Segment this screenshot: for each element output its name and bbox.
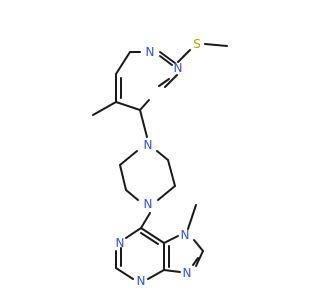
bond [164, 74, 178, 88]
bond [115, 51, 131, 75]
structure-diagram: N S N N N N N N N [92, 37, 228, 288]
bond [147, 269, 165, 280]
bond [139, 109, 148, 138]
molecule-canvas: N S N N N N N N N [92, 37, 228, 288]
bond [157, 185, 176, 201]
atom-label-n: N [116, 236, 125, 250]
atom-label-n: N [137, 274, 146, 288]
bond [92, 101, 117, 116]
atom-label-n: N [144, 197, 153, 211]
bond [192, 257, 199, 266]
atom-label-n: N [183, 266, 192, 280]
bond [125, 189, 139, 201]
bond [140, 227, 165, 244]
bond [119, 150, 138, 166]
bond [158, 78, 170, 87]
atom-label-n: N [181, 228, 190, 242]
bond [125, 227, 142, 239]
bond [115, 267, 134, 280]
bond [119, 164, 127, 191]
bond [159, 51, 176, 64]
bond [140, 212, 151, 229]
bond [167, 159, 176, 187]
bond [140, 232, 159, 245]
bond [163, 269, 181, 273]
bond [139, 99, 150, 111]
bond [156, 150, 169, 161]
atom-label-n: N [144, 138, 153, 152]
bond [159, 55, 173, 66]
bond [163, 235, 179, 244]
atom-label-n: N [146, 45, 155, 59]
bond [195, 250, 204, 267]
atom-label-n: N [174, 61, 183, 75]
bond [193, 239, 204, 252]
bond [177, 49, 191, 63]
bond [187, 204, 197, 230]
bond [204, 43, 228, 47]
bond [115, 101, 141, 111]
atom-label-s: S [193, 37, 201, 51]
